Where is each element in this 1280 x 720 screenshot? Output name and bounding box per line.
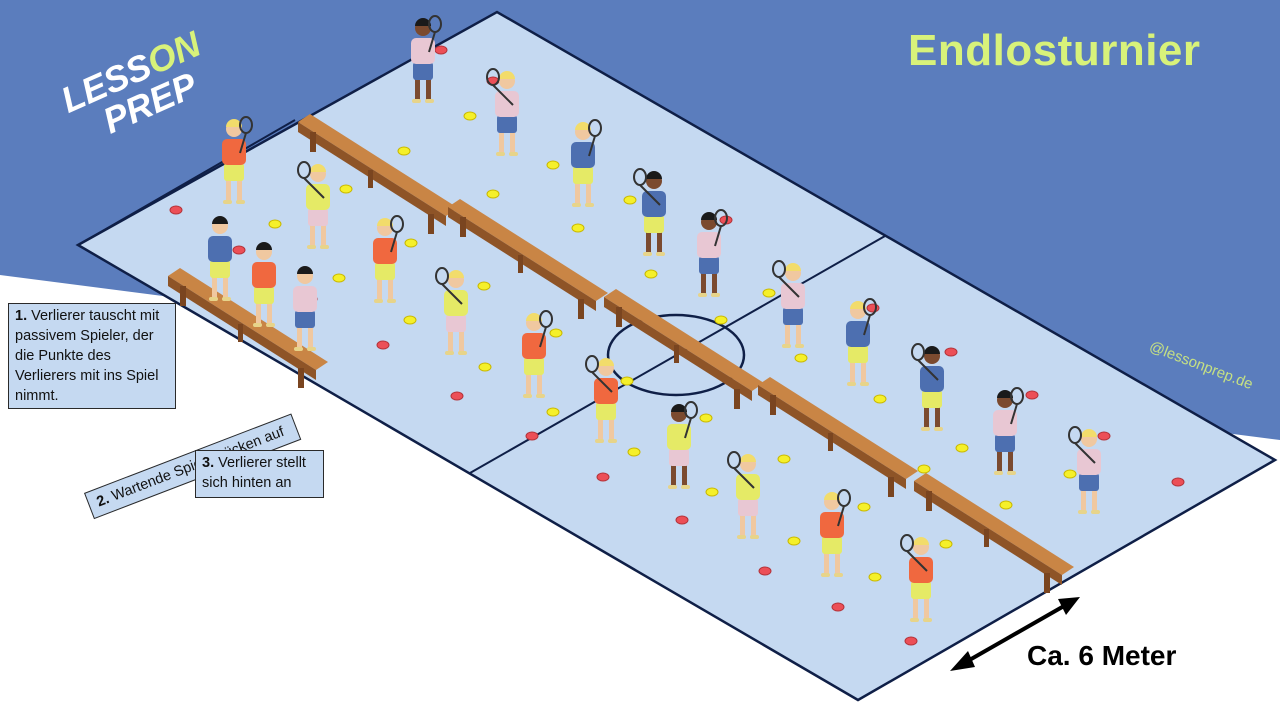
cone-red: [450, 391, 464, 401]
cone-yellow: [777, 454, 791, 464]
cone-red: [1097, 431, 1111, 441]
cone-red: [434, 45, 448, 55]
cone-red: [232, 245, 246, 255]
player: [522, 310, 553, 398]
cone-yellow: [955, 443, 969, 453]
cone-red: [944, 347, 958, 357]
player: [900, 534, 933, 622]
instruction-text: Verlierer tauscht mit passivem Spieler, …: [15, 308, 160, 404]
player: [846, 298, 877, 386]
player: [486, 68, 519, 156]
player: [1068, 426, 1101, 514]
player: [820, 489, 851, 577]
cone-yellow: [546, 160, 560, 170]
instruction-text: Verlierer stellt sich hinten an: [202, 455, 306, 491]
player: [727, 451, 760, 539]
cone-yellow: [339, 184, 353, 194]
cone-red: [758, 566, 772, 576]
cone-yellow: [623, 195, 637, 205]
player: [993, 387, 1024, 475]
cone-yellow: [397, 146, 411, 156]
cone-yellow: [762, 288, 776, 298]
player: [252, 242, 276, 327]
cone-yellow: [404, 238, 418, 248]
player: [585, 355, 618, 443]
instruction-number: 3.: [202, 455, 215, 471]
cone-yellow: [1063, 469, 1077, 479]
players: [208, 15, 1101, 622]
cone-yellow: [403, 315, 417, 325]
player: [633, 168, 666, 256]
center-circle: [606, 313, 746, 397]
cone-yellow: [486, 189, 500, 199]
instruction-box-3: 3. Verlierer stellt sich hinten an: [195, 450, 324, 498]
cone-yellow: [868, 572, 882, 582]
cone-red: [904, 636, 918, 646]
page-title: Endlosturnier: [908, 26, 1201, 75]
cone-red: [525, 431, 539, 441]
player: [571, 119, 602, 207]
distance-label: Ca. 6 Meter: [1027, 640, 1177, 671]
cone-red: [169, 205, 183, 215]
player: [667, 401, 698, 489]
cone-yellow: [917, 464, 931, 474]
cone-yellow: [571, 223, 585, 233]
player: [208, 216, 232, 301]
cone-yellow: [268, 219, 282, 229]
cone-yellow: [627, 447, 641, 457]
cone-red: [1025, 390, 1039, 400]
cone-yellow: [699, 413, 713, 423]
cone-red: [596, 472, 610, 482]
cone-yellow: [999, 500, 1013, 510]
cone-red: [376, 340, 390, 350]
cone-yellow: [857, 502, 871, 512]
player: [293, 266, 317, 351]
cone-yellow: [332, 273, 346, 283]
cone-yellow: [787, 536, 801, 546]
distance-arrow: [950, 597, 1080, 671]
cone-yellow: [644, 269, 658, 279]
cone-red: [1171, 477, 1185, 487]
player: [297, 161, 330, 249]
cones-yellow: [268, 111, 1077, 582]
instruction-number: 1.: [15, 308, 28, 324]
cone-yellow: [705, 487, 719, 497]
cone-yellow: [478, 362, 492, 372]
instruction-number: 2.: [94, 491, 112, 511]
player: [435, 267, 468, 355]
court-line-left: [79, 119, 296, 245]
cone-yellow: [873, 394, 887, 404]
cone-yellow: [463, 111, 477, 121]
player: [411, 15, 442, 103]
cone-red: [831, 602, 845, 612]
cone-yellow: [620, 376, 634, 386]
player: [222, 116, 253, 204]
cone-yellow: [939, 539, 953, 549]
player: [697, 209, 728, 297]
cone-red: [675, 515, 689, 525]
player: [373, 215, 404, 303]
cone-yellow: [794, 353, 808, 363]
player: [911, 343, 944, 431]
cone-yellow: [546, 407, 560, 417]
player: [772, 260, 805, 348]
cone-yellow: [549, 328, 563, 338]
cone-yellow: [477, 281, 491, 291]
instruction-box-1: 1. Verlierer tauscht mit passivem Spiele…: [8, 303, 176, 409]
cone-red: [866, 303, 880, 313]
cone-yellow: [714, 315, 728, 325]
